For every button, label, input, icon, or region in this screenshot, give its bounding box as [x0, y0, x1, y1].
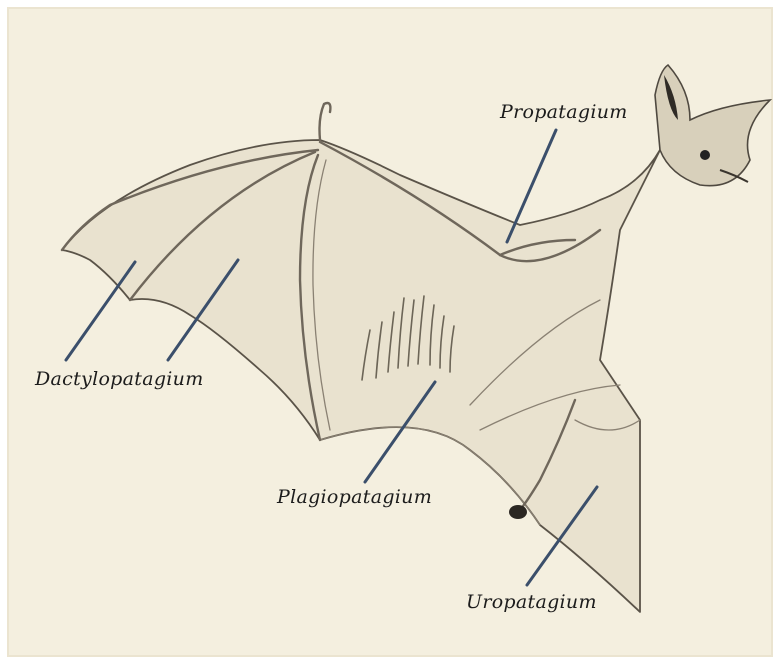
- label-uropatagium: Uropatagium: [466, 591, 597, 613]
- label-dactylopatagium: Dactylopatagium: [34, 368, 204, 390]
- bat-eye: [700, 150, 710, 160]
- bat-foot: [509, 505, 527, 519]
- label-propatagium: Propatagium: [499, 101, 628, 123]
- label-plagiopatagium: Plagiopatagium: [276, 486, 432, 508]
